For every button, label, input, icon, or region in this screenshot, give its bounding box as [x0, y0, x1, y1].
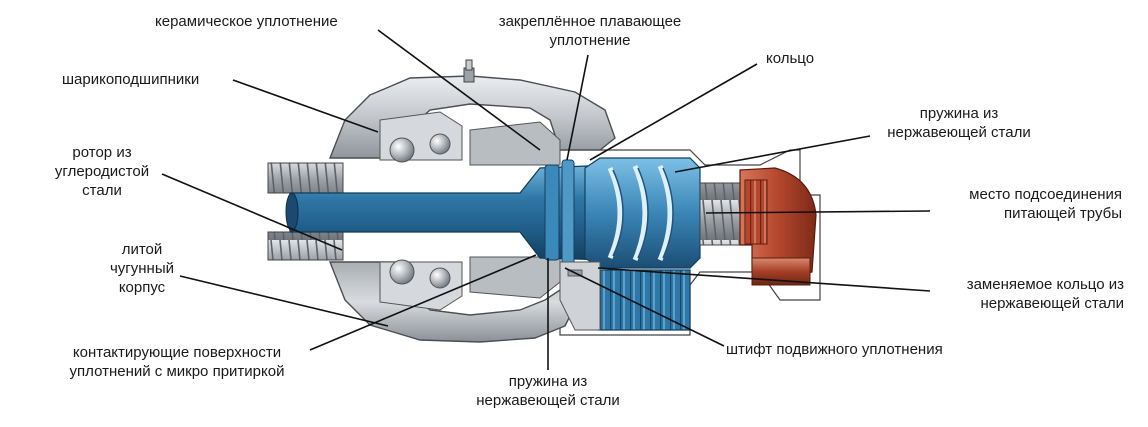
inlet-nozzle	[699, 182, 741, 246]
feed-pipe-lower	[751, 257, 811, 286]
leader-replaceable-ring	[597, 267, 931, 292]
label-seal-pin: штифт подвижного уплотнения	[726, 341, 943, 358]
label-replaceable-ring: заменяемое кольцо из нержавеющей стали	[966, 276, 1124, 312]
label-cast-iron-body: литой чугунный корпус	[109, 241, 174, 296]
floating-seal-ring	[561, 159, 575, 266]
leader-ball-bearings	[232, 79, 379, 133]
spring-coil-3	[657, 165, 673, 261]
bearing-ball-lower-2	[429, 267, 451, 289]
spring-coil-1	[607, 166, 623, 260]
bearing-ball-lower-1	[389, 259, 415, 285]
bearing-ball-upper-1	[389, 137, 415, 163]
label-pipe-connection: место подсоединения питающей трубы	[969, 186, 1122, 222]
seal-ring	[544, 164, 560, 261]
leader-floating-seal	[566, 54, 589, 161]
label-spring-bottom: пружина из нержавеющей стали	[476, 373, 620, 409]
leader-ring	[589, 63, 758, 161]
leader-rotor	[161, 173, 343, 251]
leader-ceramic-seal	[377, 29, 541, 151]
rotor-bore	[285, 192, 299, 232]
label-ball-bearings: шарикоподшипники	[62, 71, 200, 88]
label-floating-seal: закреплённое плавающее уплотнение	[498, 13, 682, 49]
grease-fitting-cap	[465, 59, 473, 71]
outlet-thread	[589, 269, 691, 331]
spring-coil-2	[632, 165, 648, 261]
bearing-ball-upper-2	[429, 133, 451, 155]
label-spring-top: пружина из нержавеющей стали	[887, 105, 1031, 141]
rotor-thread-top	[267, 162, 344, 194]
label-lapped-surfaces: контактирующие поверхности уплотнений с …	[69, 344, 285, 380]
label-ceramic-seal: керамическое уплотнение	[155, 13, 338, 30]
spring-coil-shadow	[612, 167, 674, 259]
leader-lapped-surfaces	[309, 254, 537, 351]
outlet-throat	[559, 261, 601, 331]
label-rotor: ротор из углеродистой стали	[54, 144, 150, 199]
leader-seal-pin	[564, 267, 725, 347]
leader-spring-top	[674, 135, 871, 173]
label-ring: кольцо	[766, 50, 815, 67]
leader-cast-iron	[179, 275, 389, 327]
leader-pipe-connection	[705, 210, 931, 214]
leader-lines	[161, 29, 931, 370]
seal-carrier-upper	[469, 121, 561, 166]
